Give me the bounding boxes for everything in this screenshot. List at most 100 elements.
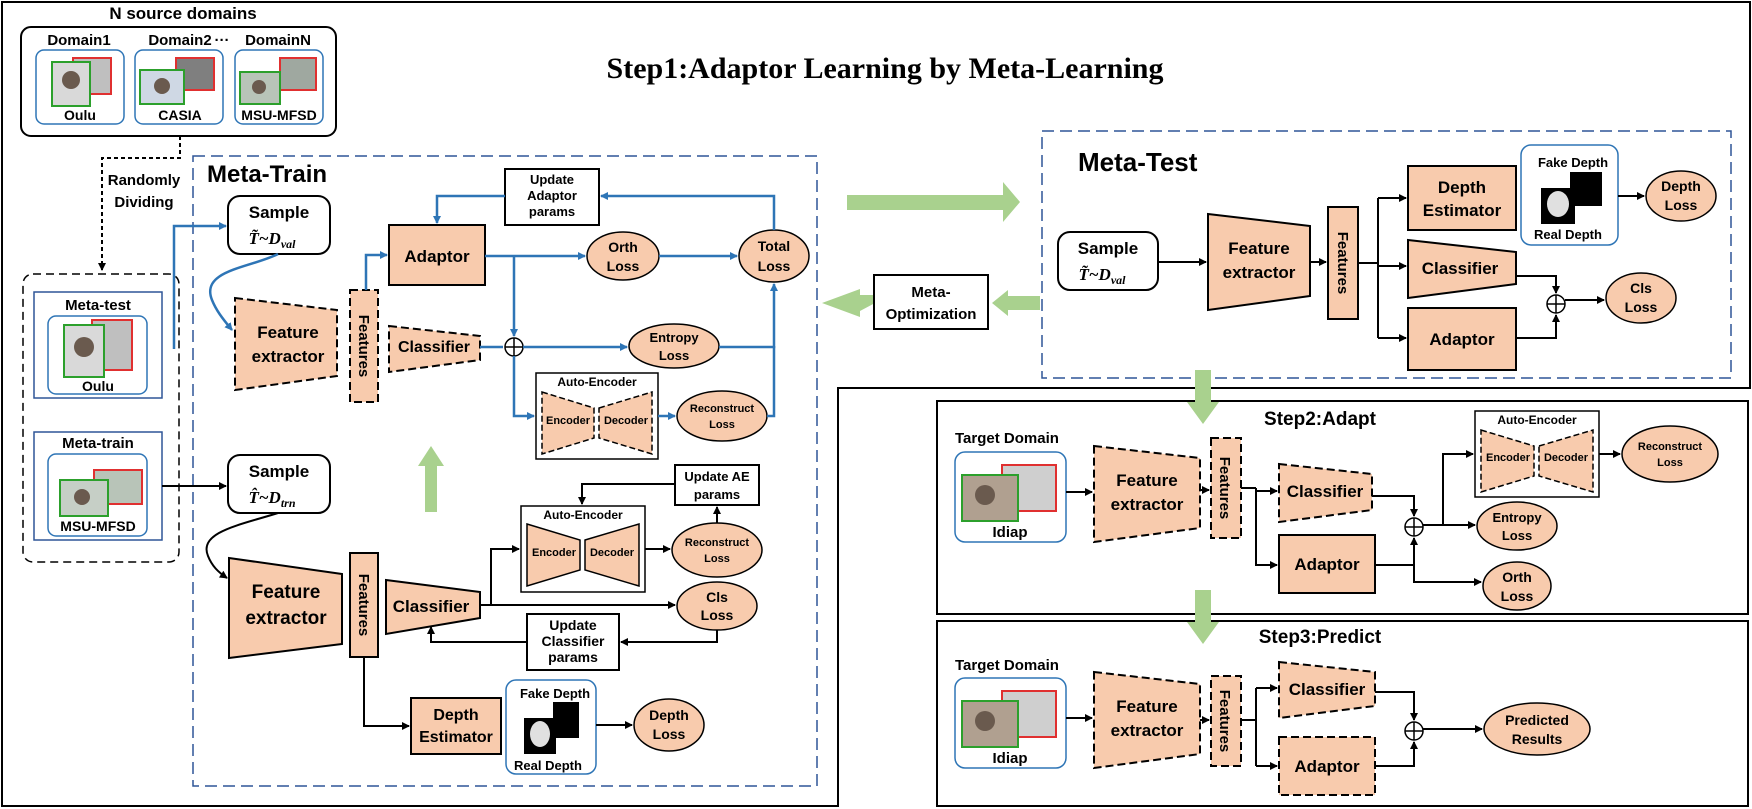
encoder-shape <box>541 390 595 456</box>
meta-train-reconstruct-loss-bottom <box>671 522 763 578</box>
domain2-card <box>134 49 224 125</box>
meta-train-features <box>349 289 379 403</box>
step2-reconstruct-loss <box>1621 425 1719 483</box>
meta-train-depth-estimator <box>410 697 502 755</box>
step3-connections <box>1066 684 1483 770</box>
cls-loss-line1: Cls <box>706 589 728 605</box>
meta-optimization-box <box>873 274 989 330</box>
step3-target-name: Idiap <box>992 750 1027 767</box>
step2-features-label: Features <box>1216 457 1233 520</box>
classifier-label: Classifier <box>398 339 470 356</box>
step3-classifier <box>1278 660 1376 720</box>
update-adaptor-line2: Adaptor <box>527 188 577 203</box>
dividing-line2: Dividing <box>114 194 173 211</box>
domain2-label: Domain2 <box>148 32 211 49</box>
green-arrow-from-meta-test <box>992 290 1040 316</box>
depth-loss-line1: Depth <box>649 707 689 723</box>
step2-orth-line2: Loss <box>1501 588 1534 604</box>
step2-decoder <box>1538 428 1594 494</box>
meta-test-cls-loss-line2: Loss <box>1625 299 1658 315</box>
meta-test-classifier <box>1407 238 1517 300</box>
meta-test-depth-estimator <box>1407 165 1517 231</box>
meta-test-depth-est-line1: Depth <box>1438 178 1486 197</box>
step2-target-label: Target Domain <box>955 430 1059 447</box>
total-loss-line2: Loss <box>758 258 791 274</box>
meta-train-adaptor <box>388 224 486 286</box>
face-icon <box>975 485 995 505</box>
meta-test-classifier-label: Classifier <box>1422 259 1499 278</box>
domain1-card <box>35 49 125 125</box>
domain1-name: Oulu <box>64 107 96 123</box>
predicted-results <box>1483 702 1591 756</box>
green-down-arrow-step3 <box>1187 590 1219 644</box>
meta-test-image-frame <box>47 315 148 395</box>
update-ae-line2: params <box>694 487 740 502</box>
meta-test-real-depth-label: Real Depth <box>1534 227 1602 242</box>
green-up-arrow <box>418 446 444 512</box>
feature-extractor-label2: extractor <box>252 347 325 366</box>
feature-extractor-bottom-label1: Feature <box>252 582 321 603</box>
meta-test-depth-est-line2: Estimator <box>1423 201 1502 220</box>
step3-sum-cross <box>1405 722 1423 740</box>
sample-val-label: Sample <box>249 203 309 222</box>
step3-target-label: Target Domain <box>955 657 1059 674</box>
sample-trn-box <box>227 454 331 514</box>
domainN-fake-image <box>279 57 317 91</box>
meta-train-blue-connections <box>172 192 778 420</box>
autoencoder-label: Auto-Encoder <box>557 375 637 389</box>
sample-trn-label: Sample <box>249 462 309 481</box>
reconstruct-loss-line2: Loss <box>709 419 735 431</box>
meta-train-frame <box>192 155 818 787</box>
sample-val-box <box>227 195 331 255</box>
step2-feature-extractor <box>1093 444 1201 544</box>
meta-train-classifier <box>388 324 481 374</box>
step3-feature-label2: extractor <box>1111 721 1184 740</box>
step2-encoder-label: Encoder <box>1486 452 1531 464</box>
meta-train-reconstruct-loss-top <box>676 390 768 442</box>
step2-classifier-label: Classifier <box>1287 482 1364 501</box>
update-adaptor-line1: Update <box>530 172 574 187</box>
update-adaptor-line3: params <box>529 204 575 219</box>
step2-adaptor <box>1278 534 1376 594</box>
meta-test-frame <box>1041 130 1732 379</box>
decoder-bottom-label: Decoder <box>590 547 635 559</box>
green-arrow-to-train <box>822 289 875 317</box>
step2-autoencoder-label: Auto-Encoder <box>1497 413 1577 427</box>
predicted-line2: Results <box>1512 731 1563 747</box>
encoder-bottom-shape <box>526 522 581 588</box>
meta-opt-line1: Meta- <box>911 284 950 301</box>
meta-train-depth-loss <box>633 698 705 752</box>
step2-entropy-line1: Entropy <box>1492 510 1542 525</box>
update-ae-line1: Update AE <box>684 469 750 484</box>
meta-train-feature-extractor <box>234 296 338 392</box>
meta-test-title: Meta-Test <box>1078 147 1198 177</box>
meta-test-card <box>33 291 163 399</box>
meta-train-image-frame <box>47 453 148 537</box>
step3-features-label: Features <box>1216 690 1233 753</box>
meta-test-connections <box>1158 192 1645 342</box>
meta-test-sum-cross <box>1547 295 1565 313</box>
face-icon <box>252 80 266 94</box>
reconstruct-loss-bottom-line2: Loss <box>704 553 730 565</box>
meta-test-adaptor-label: Adaptor <box>1429 330 1495 349</box>
cls-loss-line2: Loss <box>701 607 734 623</box>
meta-test-feature-extractor <box>1207 212 1311 312</box>
update-classifier-line2: Classifier <box>541 633 605 649</box>
update-ae-box <box>674 464 760 506</box>
face-icon <box>62 71 80 89</box>
meta-test-features-label: Features <box>1334 232 1351 295</box>
meta-test-fake-depth-map <box>1570 172 1602 206</box>
meta-train-label: Meta-train <box>62 435 134 452</box>
decoder-shape <box>598 390 653 456</box>
meta-train-classifier-bottom <box>385 578 481 636</box>
orth-loss-line2: Loss <box>607 258 640 274</box>
step2-title: Step2:Adapt <box>1264 409 1377 430</box>
source-domains-box <box>20 26 337 137</box>
face-icon <box>975 711 995 731</box>
update-classifier-box <box>526 613 620 671</box>
step2-decoder-label: Decoder <box>1544 452 1589 464</box>
step2-connections <box>1066 450 1621 586</box>
step2-orth-loss <box>1482 561 1552 611</box>
